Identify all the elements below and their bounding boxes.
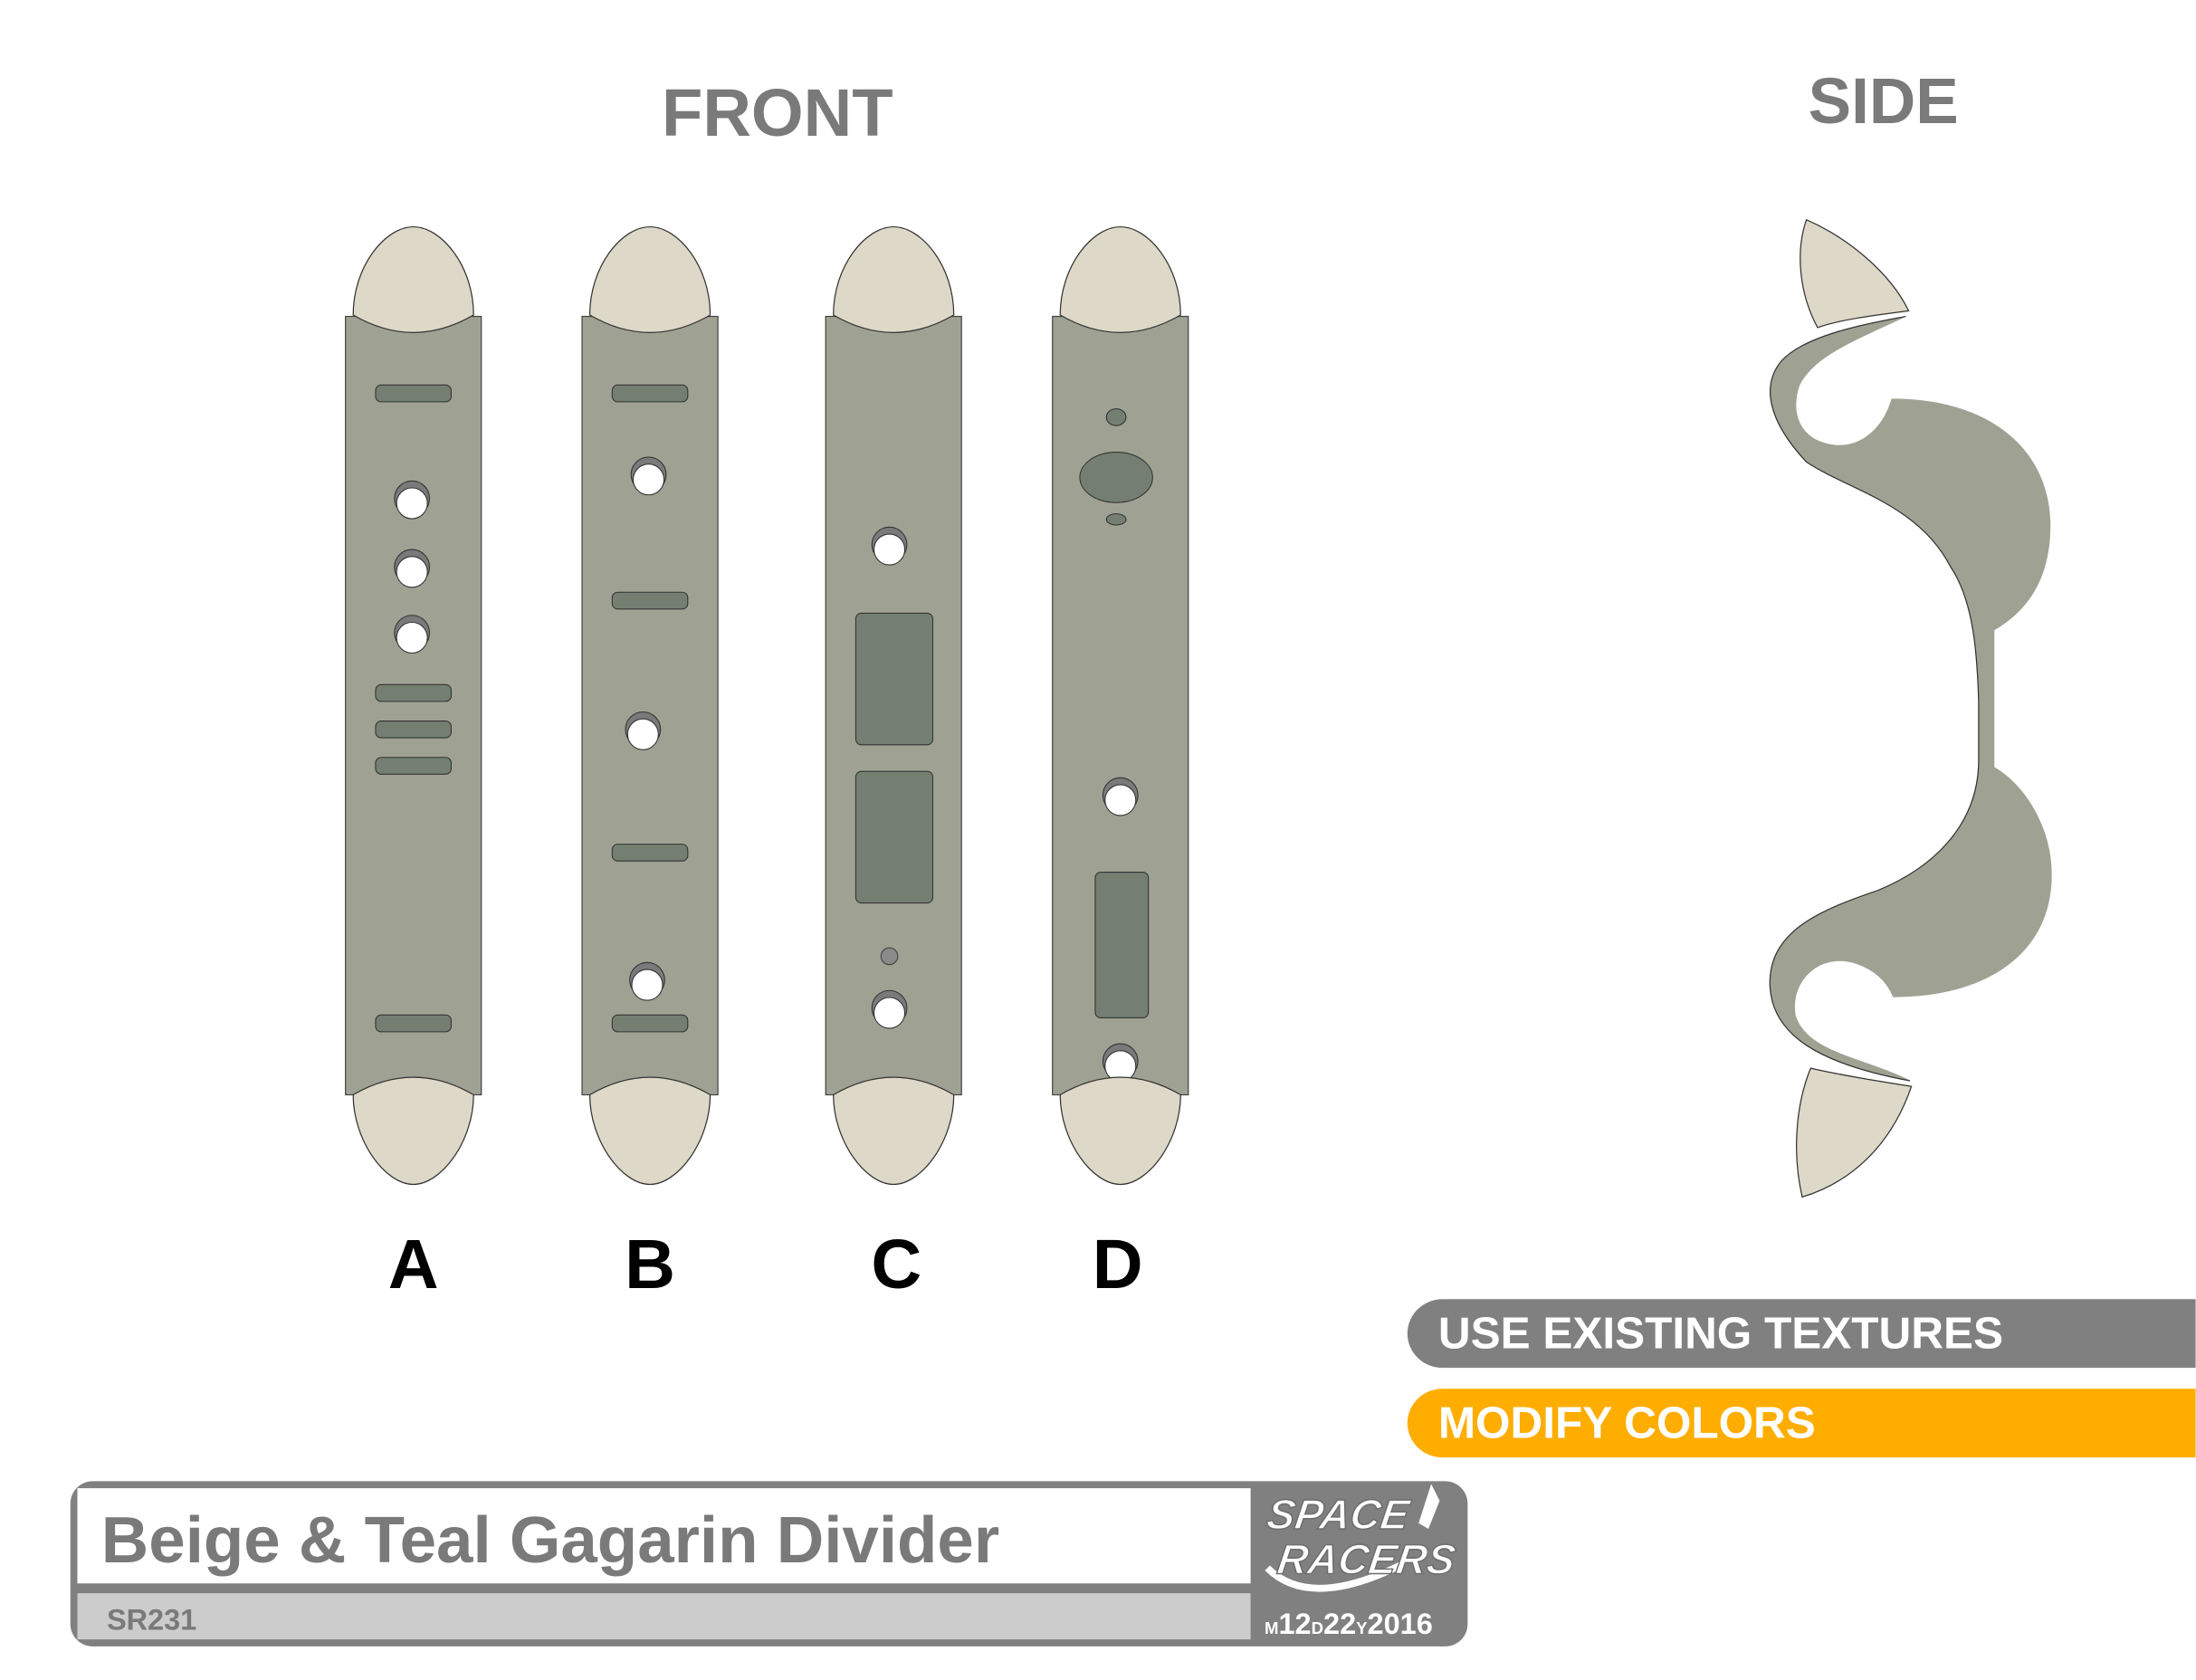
hole <box>632 463 665 496</box>
slot <box>611 1014 689 1033</box>
side-view <box>1769 218 2052 1198</box>
view-label-c: C <box>871 1226 921 1303</box>
svg-text:SPACE: SPACE <box>1264 1491 1414 1538</box>
view-label-d: D <box>1093 1226 1143 1303</box>
rocket-icon <box>1418 1484 1440 1529</box>
product-title: Beige & Teal Gagarin Divider <box>101 1503 999 1577</box>
front-heading: FRONT <box>662 75 893 150</box>
side-body <box>1770 316 2052 1082</box>
front-view-a <box>345 225 482 1186</box>
oval-cutout <box>1079 452 1153 503</box>
modify-colors-label: MODIFY COLORS <box>1438 1398 1816 1447</box>
oval-cutout <box>1105 408 1127 426</box>
bottom-cap <box>1059 1076 1181 1186</box>
release-date: M12D22Y2016 <box>1265 1608 1433 1640</box>
front-view-c <box>825 225 962 1186</box>
top-cap <box>352 225 474 333</box>
top-cap <box>833 225 955 333</box>
hole <box>1104 784 1137 816</box>
slot <box>611 591 689 610</box>
front-view-d <box>1052 225 1189 1186</box>
slot <box>375 720 452 739</box>
bottom-cap <box>833 1076 955 1186</box>
space-racers-logo: SPACE RACERS <box>1264 1484 1459 1592</box>
hole <box>626 718 659 750</box>
hole <box>631 969 664 1001</box>
hole <box>396 487 428 520</box>
slot <box>375 1014 452 1033</box>
panel-cutout <box>1094 872 1150 1018</box>
top-cap <box>1059 225 1181 333</box>
hole <box>396 621 428 654</box>
side-bottom-cap <box>1796 1067 1913 1198</box>
panel-cutout <box>855 770 934 904</box>
side-top-cap <box>1800 218 1910 329</box>
oval-cutout <box>1105 513 1127 526</box>
front-views <box>345 225 1189 1186</box>
slot <box>375 757 452 775</box>
side-heading: SIDE <box>1809 66 1959 138</box>
use-existing-textures-label: USE EXISTING TEXTURES <box>1438 1308 2003 1358</box>
panel-cutout <box>855 612 934 746</box>
hole <box>873 997 906 1029</box>
slot <box>611 844 689 862</box>
divider-body <box>345 315 482 1096</box>
view-label-b: B <box>625 1226 675 1303</box>
side-outline <box>1769 315 1980 1082</box>
slot <box>375 384 452 403</box>
small-dot <box>880 947 899 966</box>
bottom-cap <box>588 1076 711 1186</box>
bottom-cap <box>352 1076 474 1186</box>
use-existing-textures-button[interactable]: USE EXISTING TEXTURES <box>1407 1299 2196 1369</box>
hole <box>873 533 906 566</box>
hole <box>396 556 428 588</box>
top-cap <box>588 225 711 333</box>
front-view-b <box>581 225 719 1186</box>
product-code: SR231 <box>107 1603 196 1636</box>
modify-colors-button[interactable]: MODIFY COLORS <box>1407 1389 2196 1458</box>
title-block: Beige & Teal Gagarin Divider SR231 SPACE… <box>70 1481 1468 1647</box>
svg-text:RACERS: RACERS <box>1275 1536 1458 1583</box>
slot <box>611 384 689 403</box>
slot <box>375 683 452 702</box>
view-label-a: A <box>388 1226 439 1303</box>
